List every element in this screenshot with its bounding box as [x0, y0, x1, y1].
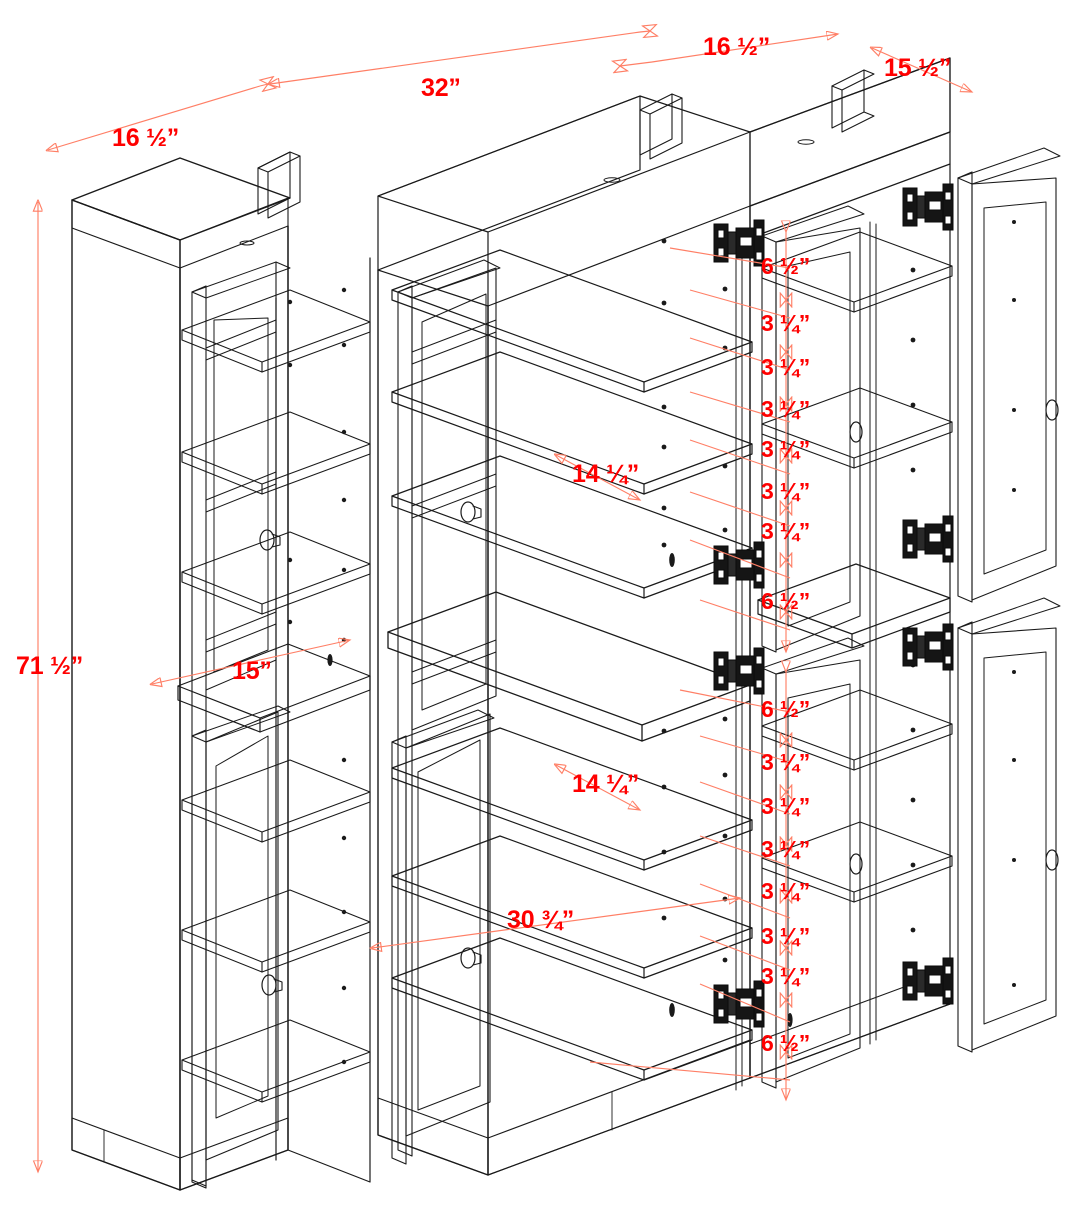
dim-lower-chain-8: 6 ½”	[761, 1030, 811, 1056]
dim-lower-chain-5: 3 ¼”	[761, 878, 811, 904]
dim-upper-chain-8: 6 ½”	[761, 588, 811, 614]
dim-upper-chain-2: 3 ¼”	[761, 310, 811, 336]
dim-center-cabinet-width: 32”	[421, 74, 461, 102]
dim-lower-shelf-depth: 14 ¼”	[572, 770, 640, 798]
dim-lower-chain-2: 3 ¼”	[761, 749, 811, 775]
dim-interior-width: 30 ¾”	[507, 906, 575, 934]
dim-right-cabinet-width: 16 ½”	[703, 33, 771, 61]
dim-cabinet-depth: 15 ½”	[884, 54, 952, 82]
dim-lower-chain-3: 3 ¼”	[761, 793, 811, 819]
dim-left-cabinet-width: 16 ½”	[112, 124, 180, 152]
dim-interior-depth: 15”	[232, 657, 272, 685]
dim-upper-chain-6: 3 ¼”	[761, 478, 811, 504]
dim-upper-chain-4: 3 ¼”	[761, 396, 811, 422]
dim-upper-chain-7: 3 ¼”	[761, 518, 811, 544]
dim-upper-shelf-depth: 14 ¼”	[572, 460, 640, 488]
dimension-lines	[38, 31, 972, 1172]
dim-upper-chain-3: 3 ¼”	[761, 354, 811, 380]
dim-lower-chain-4: 3 ¼”	[761, 836, 811, 862]
dim-upper-chain-1: 6 ½”	[761, 253, 811, 279]
dim-lower-chain-7: 3 ¼”	[761, 963, 811, 989]
dim-overall-height: 71 ½”	[16, 652, 84, 680]
dim-lower-chain-6: 3 ¼”	[761, 923, 811, 949]
dim-lower-chain-1: 6 ½”	[761, 696, 811, 722]
concealed-hinge-group	[713, 183, 954, 1028]
dim-upper-chain-5: 3 ¼”	[761, 436, 811, 462]
